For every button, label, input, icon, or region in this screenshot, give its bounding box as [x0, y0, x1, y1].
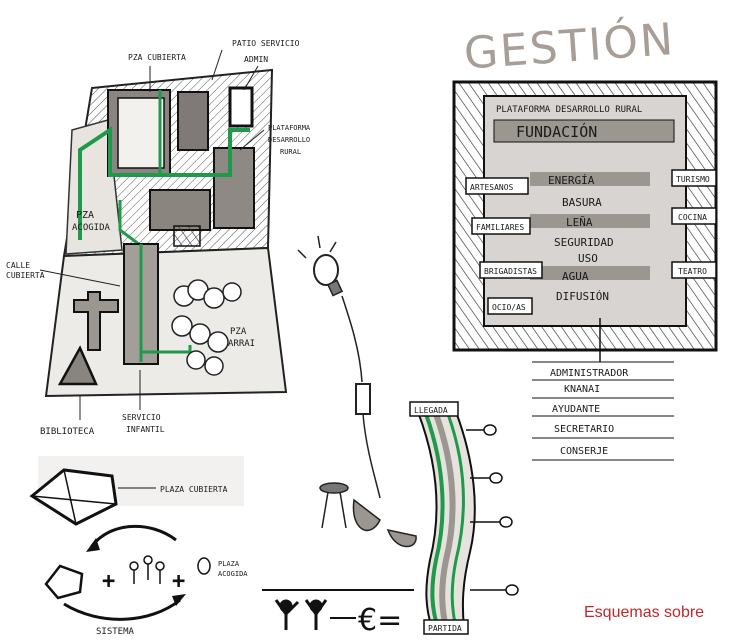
label-plataforma-3: RURAL	[280, 148, 301, 156]
center-item-1: ENERGÍA	[548, 174, 595, 187]
money-symbol: €=	[358, 603, 402, 638]
figure-caption: Esquemas sobre	[584, 604, 704, 622]
sistema-sketch: PLAZA CUBIERTA + + PLAZA ACOGIDA SISTEMA	[32, 456, 248, 637]
label-plaza-cubierta: PZA CUBIERTA	[128, 53, 186, 62]
row-bg-3	[530, 266, 650, 280]
label-plaza-arrai-2: ARRAI	[228, 339, 255, 349]
bulb-ray-1	[298, 250, 306, 258]
money-sketch: €=	[262, 590, 414, 638]
lamp-body	[356, 384, 370, 414]
stool-top	[320, 483, 348, 493]
stool-leg-1	[322, 492, 328, 528]
arrow-curve-top	[92, 526, 176, 546]
bulb-ray-2	[318, 236, 320, 248]
lamp-cord	[363, 414, 380, 498]
flow-path: LLEGADA PARTIDA	[410, 402, 518, 634]
center-item-2: BASURA	[562, 196, 602, 209]
label-plaza-acogida-2: ACOGIDA	[72, 223, 111, 233]
staff-2: KNANAI	[564, 384, 600, 395]
right-label-3: TEATRO	[678, 267, 707, 276]
left-label-1: ARTESANOS	[470, 183, 514, 192]
right-label-2: COCINA	[678, 213, 707, 222]
bag-shape-1	[353, 500, 380, 530]
center-item-4: SEGURIDAD	[554, 236, 614, 249]
stool-leg-2	[340, 492, 346, 528]
label-plaza-arrai-1: PZA	[230, 327, 247, 337]
plus-1: +	[102, 569, 115, 594]
left-label-3: BRIGADISTAS	[484, 267, 537, 276]
bulb-sketch	[298, 236, 416, 547]
center-item-5: USO	[578, 252, 598, 265]
gestion-board: GESTIÓN PLATAFORMA DESARROLLO RURAL FUND…	[454, 12, 716, 362]
label-patio-servicio: PATIO SERVICIO	[232, 39, 300, 48]
sistema-plaza-cubierta: PLAZA CUBIERTA	[160, 485, 228, 494]
staff-list: ADMINISTRADOR KNANAI AYUDANTE SECRETARIO…	[532, 362, 674, 460]
people-handshake-icon	[276, 600, 326, 630]
left-label-2: FAMILIARES	[476, 223, 524, 232]
roof-small	[46, 566, 82, 598]
label-calle-cubierta-1: CALLE	[6, 261, 30, 270]
label-plataforma-2: DESARROLLO	[268, 136, 310, 144]
staff-3: AYUDANTE	[552, 404, 600, 415]
label-calle-cubierta-2: CUBIERTA	[6, 271, 45, 280]
gestion-title: GESTIÓN	[462, 12, 676, 80]
plus-2: +	[172, 569, 185, 594]
bottom-label: PARTIDA	[428, 624, 462, 633]
sistema-label: SISTEMA	[96, 627, 135, 637]
center-item-3: LEÑA	[566, 216, 593, 229]
label-admin: ADMIN	[244, 55, 268, 64]
bulb-icon	[314, 255, 338, 285]
center-item-7: DIFUSIÓN	[556, 290, 609, 303]
people-icon	[130, 556, 164, 584]
staff-1: ADMINISTRADOR	[550, 368, 629, 379]
gestion-header: PLATAFORMA DESARROLLO RURAL	[496, 105, 642, 115]
label-plataforma-1: PLATAFORMA	[268, 124, 311, 132]
fundacion-label: FUNDACIÓN	[516, 122, 597, 141]
bulb-wire	[342, 296, 362, 382]
building-b	[150, 190, 210, 230]
center-item-6: AGUA	[562, 270, 589, 283]
bulb-ray-3	[330, 242, 336, 252]
small-bulb-icon	[198, 558, 210, 574]
staff-4: SECRETARIO	[554, 424, 614, 435]
arrow-curve-bottom	[64, 600, 180, 619]
building-a	[178, 92, 208, 150]
site-plan: PATIO SERVICIO PZA CUBIERTA ADMIN PLATAF…	[6, 39, 311, 437]
label-plaza-acogida-1: PZA	[76, 210, 94, 221]
sistema-plaza-acogida-2: ACOGIDA	[218, 570, 248, 578]
building-d	[174, 226, 200, 246]
bag-shape-2	[388, 530, 416, 547]
label-biblioteca: BIBLIOTECA	[40, 427, 95, 437]
building-c	[214, 148, 254, 228]
top-label: LLEGADA	[414, 406, 448, 415]
label-servicio-infantil-2: INFANTIL	[126, 425, 165, 434]
left-label-4: OCIO/AS	[492, 303, 526, 312]
admin-building	[230, 88, 252, 126]
staff-5: CONSERJE	[560, 446, 608, 457]
sistema-plaza-acogida-1: PLAZA	[218, 560, 240, 568]
right-label-1: TURISMO	[676, 175, 710, 184]
plaza-cubierta-roof	[118, 98, 164, 168]
label-servicio-infantil-1: SERVICIO	[122, 413, 161, 422]
